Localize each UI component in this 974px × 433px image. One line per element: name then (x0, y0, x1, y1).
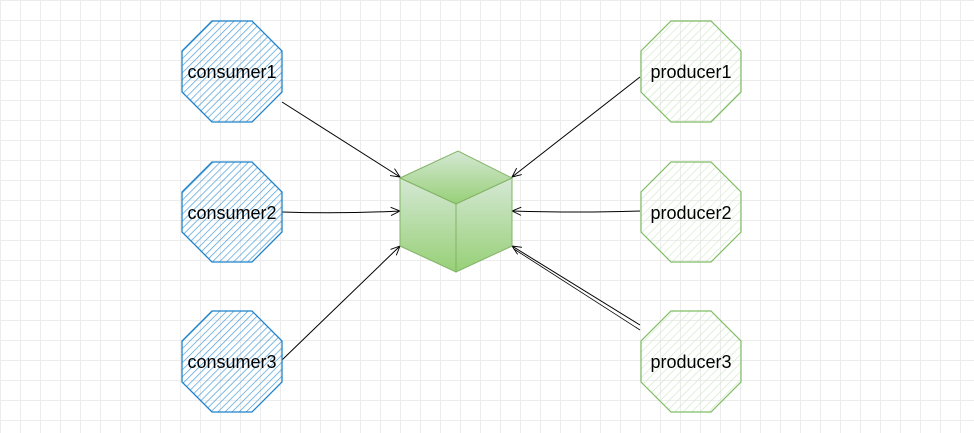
producer-node-2[interactable]: producer2 (640, 161, 742, 263)
consumer-node-3[interactable]: consumer3 (181, 310, 283, 413)
octagon-shape (181, 20, 283, 123)
octagon-shape (640, 310, 742, 413)
edge-producer3-to-hub (512, 246, 641, 326)
consumer-label: consumer2 (187, 203, 276, 223)
producer-label: producer2 (650, 203, 731, 223)
octagon-shape (181, 310, 283, 413)
consumer-label: consumer3 (187, 352, 276, 372)
edges (281, 76, 641, 361)
edge-producer1-to-hub (512, 76, 641, 177)
hub-cube-icon[interactable] (398, 150, 514, 273)
edge-producer2-to-hub (512, 211, 641, 212)
edge-consumer2-to-hub (281, 211, 400, 213)
producer-label: producer3 (650, 352, 731, 372)
consumer-node-1[interactable]: consumer1 (181, 20, 283, 123)
edge-consumer1-to-hub (281, 101, 400, 177)
producer-node-3[interactable]: producer3 (640, 310, 742, 413)
octagon-shape (640, 161, 742, 263)
octagon-shape (640, 20, 742, 123)
producer-label: producer1 (650, 62, 731, 82)
producer-node-1[interactable]: producer1 (640, 20, 742, 123)
edge-consumer3-to-hub (281, 246, 400, 361)
octagon-shape (181, 161, 283, 263)
consumer-label: consumer1 (187, 62, 276, 82)
consumer-node-2[interactable]: consumer2 (181, 161, 283, 263)
cube-right-face (455, 177, 513, 273)
edge-producer3-to-hub-sketch (513, 248, 641, 331)
